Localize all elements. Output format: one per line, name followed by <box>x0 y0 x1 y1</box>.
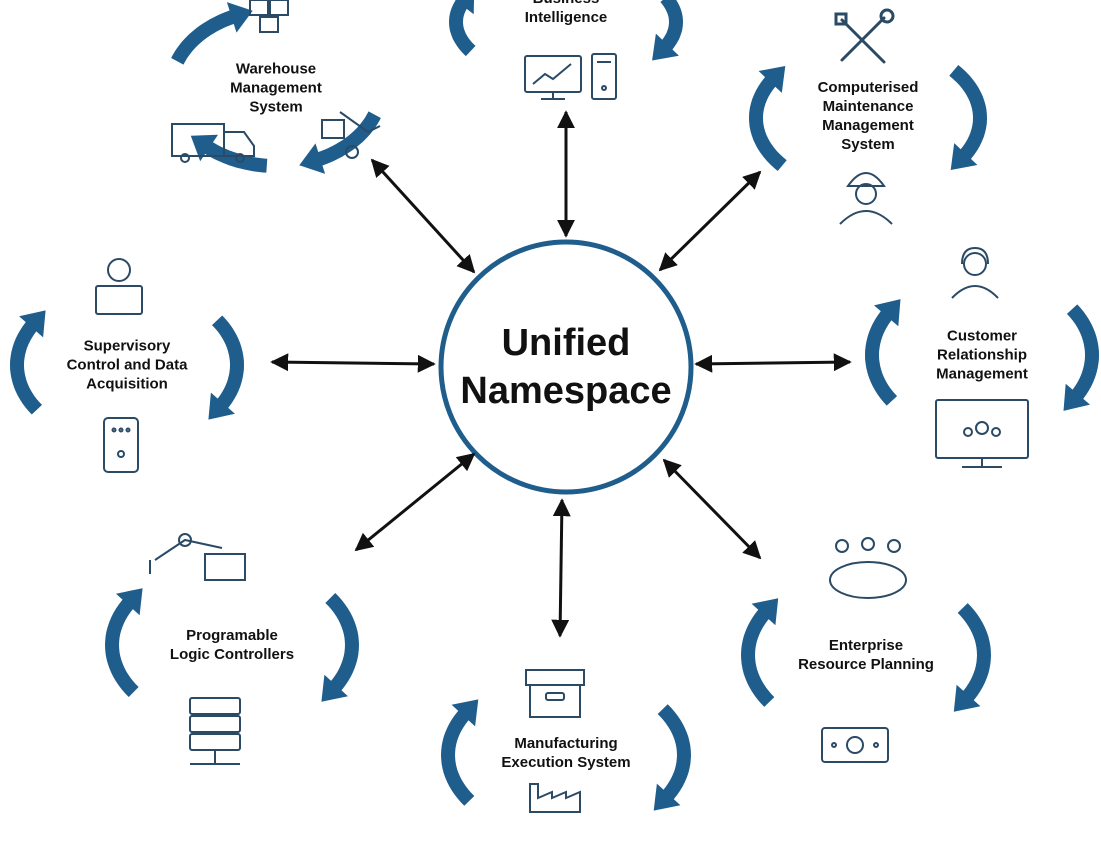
cycle-arc <box>957 603 992 707</box>
node-label-programable-logic-controllers: Programable Logic Controllers <box>170 626 294 664</box>
cycle-arc <box>197 137 268 173</box>
wrench-screwdriver-icon <box>834 8 895 64</box>
node-label-manufacturing-execution: Manufacturing Execution System <box>501 734 630 772</box>
factory-icon <box>529 783 581 813</box>
cycle-arrowhead <box>1063 383 1090 411</box>
hand-truck-icon <box>321 111 381 159</box>
cycle-arc <box>211 315 245 415</box>
computer-chart-icon <box>524 53 617 100</box>
node-label-warehouse-management: Warehouse Management System <box>230 60 322 117</box>
node-label-line: Enterprise <box>828 637 904 654</box>
hub-circle <box>438 239 694 495</box>
cycle-arc <box>657 704 692 806</box>
node-label-computerised-maintenance: Computerised Maintenance Management Syst… <box>818 78 919 154</box>
server-rack-icon <box>189 697 241 765</box>
cycle-arc <box>1066 304 1100 406</box>
node-label-supervisory-control: Supervisory Control and Data Acquisition <box>67 337 188 394</box>
connector-arrow <box>551 498 571 638</box>
boxes-truck-icon <box>171 0 289 163</box>
worker-helmet-icon <box>839 172 893 225</box>
cycle-arrowhead <box>299 143 326 174</box>
cycle-arc <box>325 593 360 697</box>
cycle-arc <box>9 315 43 415</box>
hub-label-line1: Unified <box>501 322 631 364</box>
cycle-arc <box>864 304 898 406</box>
cycle-arrowhead <box>19 310 46 338</box>
headset-user-icon <box>951 246 999 299</box>
node-label-line: Computerised <box>817 79 919 96</box>
node-label-line: Manufacturing <box>514 735 618 752</box>
cycle-arrowhead <box>451 699 479 727</box>
cycle-arc <box>448 0 476 57</box>
node-label-line: Customer <box>946 327 1017 345</box>
node-label-line: Maintenance <box>822 98 914 115</box>
cycle-arc <box>740 603 775 707</box>
node-label-line: Business <box>525 0 608 8</box>
cycle-arrowhead <box>953 684 981 712</box>
node-label-enterprise-resource-planning: Enterprise Resource Planning <box>798 636 934 674</box>
node-label-business-intelligence: Business Intelligence <box>525 0 608 27</box>
cycle-arrowhead <box>116 588 143 616</box>
connector-arrow <box>694 353 852 373</box>
node-label-line: Management <box>822 117 914 134</box>
cycle-arrowhead <box>455 0 475 15</box>
remote-control-icon <box>103 417 139 473</box>
node-label-line: Execution System <box>501 754 631 771</box>
connector-arrow <box>662 458 762 560</box>
node-label-line: System <box>249 98 303 116</box>
cycle-arc <box>748 70 787 171</box>
cycle-arc <box>656 0 684 57</box>
node-label-line: Acquisition <box>86 375 168 393</box>
node-label-line: Management <box>936 365 1028 383</box>
robot-arm-icon <box>149 533 246 581</box>
cycle-arrowhead <box>208 392 235 420</box>
cycle-arc <box>171 7 242 65</box>
node-label-line: Programable <box>186 627 278 644</box>
money-icon <box>821 727 889 763</box>
cycle-arrowhead <box>321 674 348 702</box>
meeting-team-icon <box>829 537 907 599</box>
cycle-arrowhead <box>652 33 679 61</box>
cycle-arrowhead <box>874 299 901 327</box>
operator-laptop-icon <box>95 258 143 315</box>
node-label-line: Warehouse <box>235 60 317 78</box>
cycle-arrowhead <box>226 2 253 33</box>
hub-label-line2: Namespace <box>460 370 672 412</box>
cycle-arrowhead <box>758 66 786 93</box>
cycle-arrows-group <box>9 0 1100 811</box>
node-label-line: Logic Controllers <box>169 646 295 663</box>
cycle-arc <box>104 593 139 697</box>
node-label-line: Relationship <box>936 346 1027 364</box>
cycle-arrowhead <box>190 134 218 162</box>
node-label-line: Management <box>230 79 322 97</box>
node-label-line: Supervisory <box>83 337 171 355</box>
node-label-line: Resource Planning <box>798 656 934 673</box>
connector-arrow <box>354 452 476 552</box>
connector-arrow <box>370 158 476 274</box>
cycle-arrowhead <box>950 143 978 170</box>
node-label-line: Intelligence <box>524 9 608 26</box>
cycle-arc <box>949 65 988 166</box>
box-icon <box>525 669 585 718</box>
node-label-line: System <box>841 136 895 153</box>
node-label-customer-relationship: Customer Relationship Management <box>936 327 1028 384</box>
connector-arrow <box>270 353 436 373</box>
node-label-line: Control and Data <box>66 356 188 374</box>
connector-arrow <box>658 170 762 272</box>
connectors-group <box>270 110 852 638</box>
cycle-arrowhead <box>653 783 681 811</box>
cycle-arrowhead <box>751 598 779 626</box>
hub-label: Unified Namespace <box>460 319 671 415</box>
cycle-arc <box>440 704 475 806</box>
cycle-arc <box>310 111 381 169</box>
monitor-team-icon <box>935 399 1029 468</box>
